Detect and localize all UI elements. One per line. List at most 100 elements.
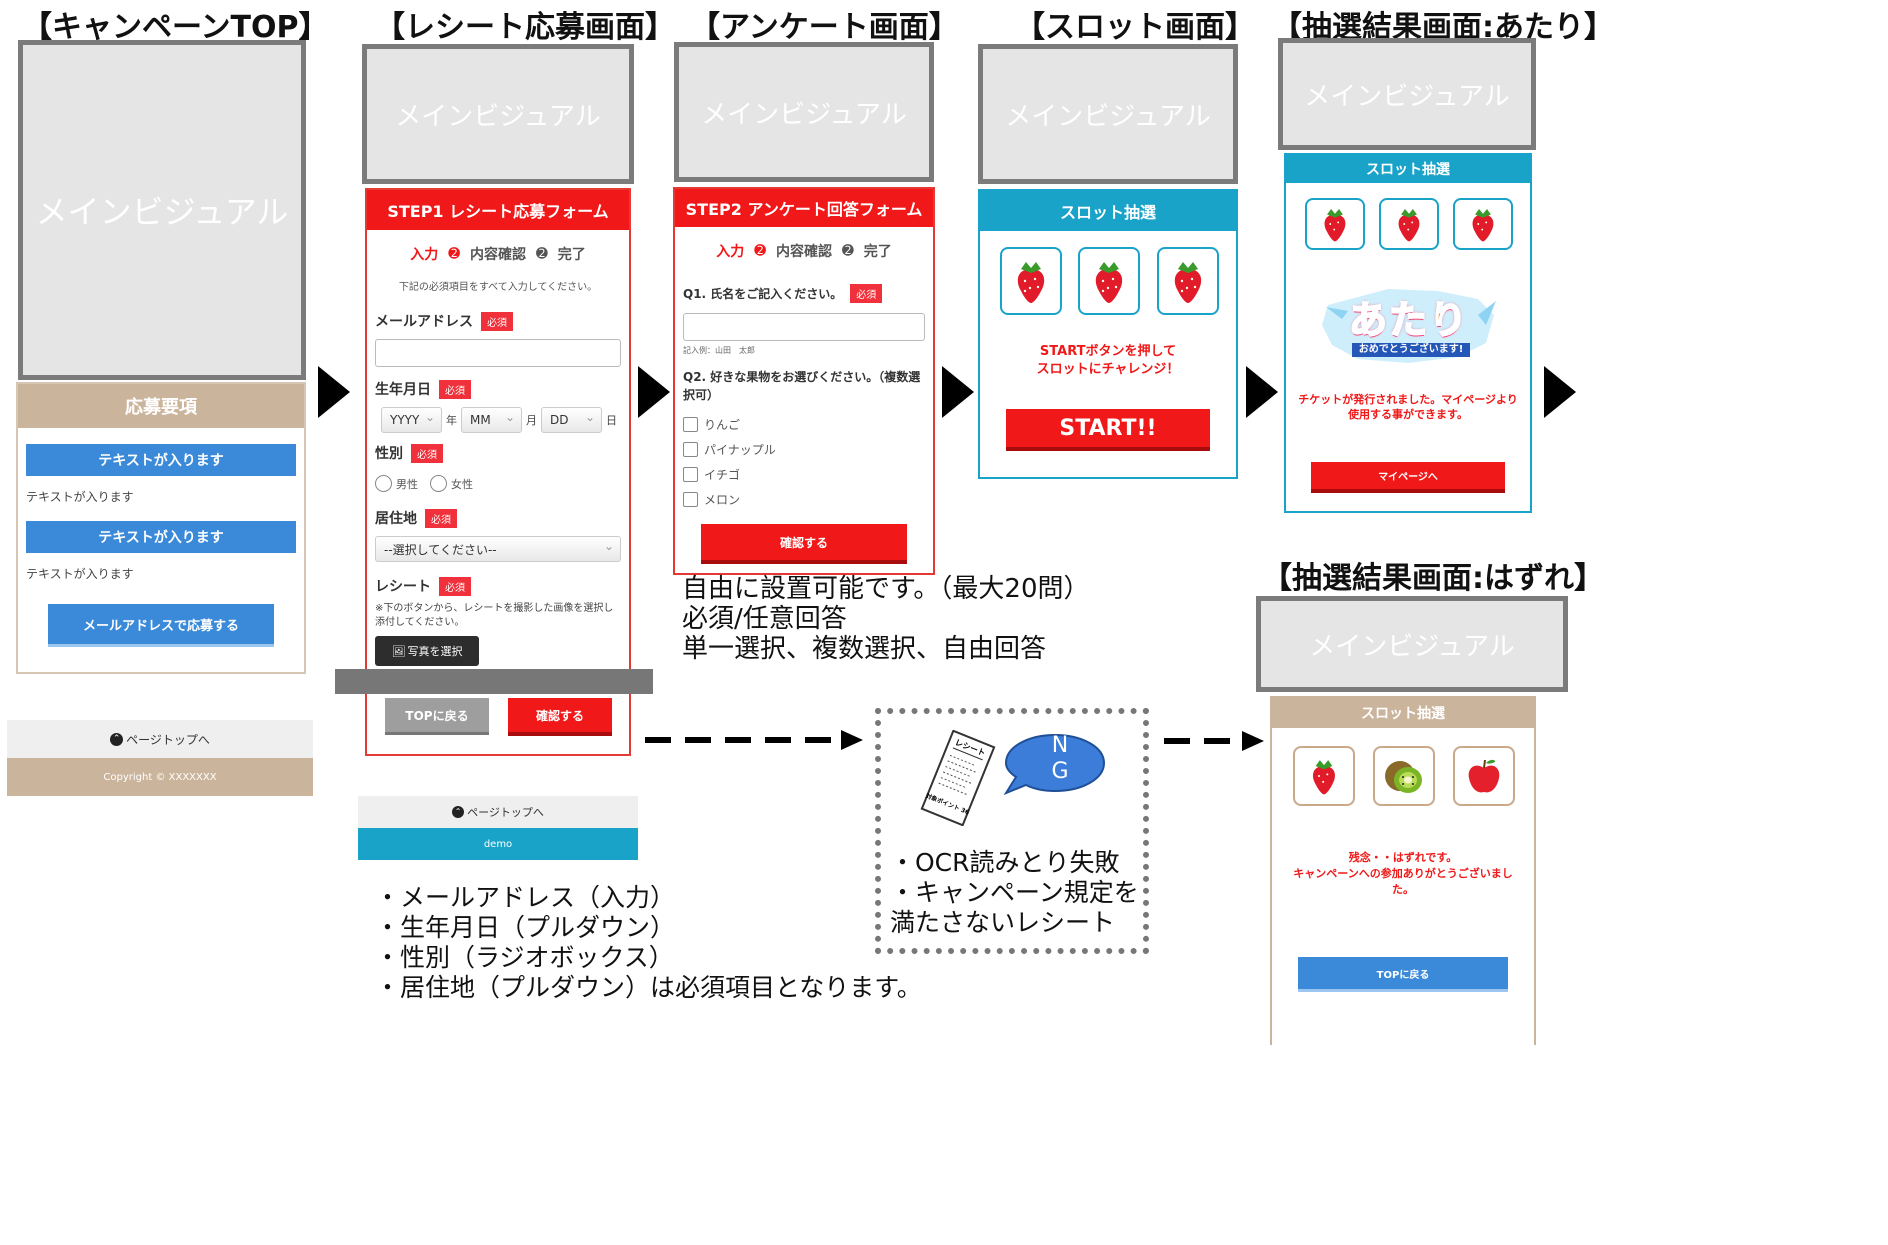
receipt-fields-note: ・メールアドレス（入力） ・生年月日（プルダウン） ・性別（ラジオボックス） ・… bbox=[375, 883, 922, 1003]
strawberry-icon bbox=[1174, 262, 1202, 303]
strawberry-icon bbox=[1472, 208, 1494, 242]
step-input: 入力 bbox=[716, 244, 745, 260]
receipt-confirm-button[interactable]: 確認する bbox=[508, 698, 612, 732]
apply-email-button[interactable]: メールアドレスで応募する bbox=[48, 604, 274, 644]
start-button[interactable]: START!! bbox=[1006, 409, 1210, 447]
footer-copyright: Copyright © XXXXXXX bbox=[7, 758, 313, 796]
receipt-note-line-2: ・生年月日（プルダウン） bbox=[375, 913, 676, 942]
receipt-note-line-3: ・性別（ラジオボックス） bbox=[375, 943, 674, 972]
text-line-2: テキストが入ります bbox=[26, 567, 134, 581]
win-banner-text: あたり bbox=[1348, 297, 1469, 343]
title-campaign-top: 【キャンペーンTOP】 bbox=[22, 10, 329, 45]
name-example: 記入例：山田 太郎 bbox=[683, 346, 755, 355]
year-select[interactable]: YYYY bbox=[381, 407, 442, 433]
title-lose-screen: 【抽選結果画面:はずれ】 bbox=[1262, 561, 1604, 596]
main-visual-win: メインビジュアル bbox=[1278, 38, 1536, 150]
step-arrow-icon: ➋ bbox=[536, 246, 548, 262]
required-badge: 必須 bbox=[439, 577, 471, 596]
lose-top-button[interactable]: TOPに戻る bbox=[1298, 957, 1508, 989]
year-select-value: YYYY bbox=[390, 413, 420, 427]
ng-label: N G bbox=[1040, 733, 1080, 785]
lose-message-line-3: た。 bbox=[1392, 883, 1414, 896]
survey-note: 自由に設置可能です。（最大20問） 必須/任意回答 単一選択、複数選択、自由回答 bbox=[682, 574, 1090, 664]
step-arrow-icon: ➋ bbox=[842, 243, 854, 259]
chevron-up-circle-icon: ⌃ bbox=[452, 806, 465, 818]
flow-arrow-5 bbox=[1544, 366, 1576, 418]
pagetop-link-top[interactable]: ⌃ ページトップへ bbox=[7, 720, 313, 758]
name-field[interactable] bbox=[683, 313, 925, 341]
required-badge: 必須 bbox=[411, 444, 443, 463]
fruit-options: りんご パイナップル イチゴ メロン bbox=[683, 412, 925, 512]
step-confirm: 内容確認 bbox=[470, 247, 526, 263]
checkbox-icon bbox=[683, 442, 698, 457]
receipt-row: レシート必須 bbox=[375, 576, 621, 596]
photo-select-button[interactable]: 🖼写真を選択 bbox=[375, 636, 479, 666]
option-label: イチゴ bbox=[704, 468, 741, 482]
lose-reel-2 bbox=[1373, 746, 1435, 806]
flow-arrow-2 bbox=[638, 366, 670, 418]
birth-label: 生年月日 bbox=[375, 382, 431, 398]
required-badge: 必須 bbox=[850, 284, 883, 303]
strawberry-icon bbox=[1398, 208, 1420, 242]
flow-arrow-1 bbox=[318, 366, 350, 418]
slot-reel-1 bbox=[1000, 247, 1062, 315]
kiwi-icon bbox=[1385, 761, 1422, 793]
email-label: メールアドレス bbox=[375, 314, 473, 330]
pagetop-label: ページトップへ bbox=[126, 732, 210, 747]
month-select[interactable]: MM bbox=[461, 407, 522, 433]
male-radio[interactable] bbox=[375, 475, 392, 492]
receipt-instruction: 下記の必須項目をすべて入力してください。 bbox=[398, 282, 598, 293]
required-badge: 必須 bbox=[439, 380, 471, 399]
lose-reel-1 bbox=[1293, 746, 1355, 806]
step-confirm: 内容確認 bbox=[776, 244, 832, 260]
text-line-1: テキストが入ります bbox=[26, 490, 134, 504]
receipt-note-line-4: ・居住地（プルダウン）は必須項目となります。 bbox=[375, 973, 922, 1002]
option-melon[interactable]: メロン bbox=[683, 487, 925, 512]
win-message-line-1: チケットが発行されました。マイページより bbox=[1298, 393, 1518, 406]
survey-form-panel: STEP2 アンケート回答フォーム 入力 ➋ 内容確認 ➋ 完了 Q1. 氏名を… bbox=[673, 187, 935, 575]
residence-select-value: --選択してください-- bbox=[384, 542, 497, 557]
year-unit: 年 bbox=[446, 414, 457, 427]
option-label: りんご bbox=[704, 418, 741, 432]
start-label: START!! bbox=[1059, 415, 1157, 441]
slot-header: スロット抽選 bbox=[980, 191, 1236, 231]
strawberry-icon bbox=[1313, 760, 1335, 795]
pagetop-link-receipt[interactable]: ⌃ ページトップへ bbox=[358, 796, 638, 828]
title-slot-screen: 【スロット画面】 bbox=[1015, 10, 1255, 45]
copyright-text: Copyright © XXXXXXX bbox=[103, 771, 217, 783]
month-unit: 月 bbox=[526, 414, 537, 427]
main-visual-top: メインビジュアル bbox=[18, 40, 306, 380]
image-icon: 🖼 bbox=[391, 644, 406, 658]
day-select[interactable]: DD bbox=[541, 407, 602, 433]
residence-select[interactable]: --選択してください-- bbox=[375, 536, 621, 562]
option-apple[interactable]: りんご bbox=[683, 412, 925, 437]
title-survey-screen: 【アンケート画面】 bbox=[690, 10, 959, 45]
day-select-value: DD bbox=[550, 413, 569, 427]
apple-icon bbox=[1468, 759, 1500, 793]
mypage-label: マイページへ bbox=[1378, 472, 1438, 483]
main-visual-label: メインビジュアル bbox=[35, 193, 289, 231]
receipt-note: ※下のボタンから、レシートを撮影した画像を選択し添付してください。 bbox=[375, 603, 614, 628]
strawberry-icon bbox=[1017, 262, 1045, 303]
ng-note-line-1: ・OCR読みとり失敗 bbox=[890, 848, 1120, 877]
female-radio[interactable] bbox=[430, 475, 447, 492]
main-visual-label: メインビジュアル bbox=[701, 99, 907, 130]
back-to-top-button[interactable]: TOPに戻る bbox=[385, 698, 489, 732]
survey-note-line-3: 単一選択、複数選択、自由回答 bbox=[682, 634, 1047, 664]
win-banner: あたり おめでとうございます! bbox=[1318, 285, 1500, 367]
text-button-1[interactable]: テキストが入ります bbox=[26, 444, 296, 476]
application-header: 応募要項 bbox=[18, 384, 304, 428]
main-visual-label: メインビジュアル bbox=[1005, 101, 1211, 132]
win-banner-subtext: おめでとうございます! bbox=[1358, 344, 1464, 355]
main-visual-label: メインビジュアル bbox=[395, 101, 601, 132]
checkbox-icon bbox=[683, 467, 698, 482]
email-field[interactable] bbox=[375, 339, 621, 367]
back-to-top-label: TOPに戻る bbox=[405, 708, 469, 723]
text-button-2[interactable]: テキストが入ります bbox=[26, 521, 296, 553]
option-pineapple[interactable]: パイナップル bbox=[683, 437, 925, 462]
mypage-button[interactable]: マイページへ bbox=[1311, 462, 1505, 489]
option-strawberry[interactable]: イチゴ bbox=[683, 462, 925, 487]
slot-reel-2 bbox=[1078, 247, 1140, 315]
survey-confirm-button[interactable]: 確認する bbox=[701, 524, 907, 560]
survey-steps: 入力 ➋ 内容確認 ➋ 完了 bbox=[675, 241, 933, 261]
